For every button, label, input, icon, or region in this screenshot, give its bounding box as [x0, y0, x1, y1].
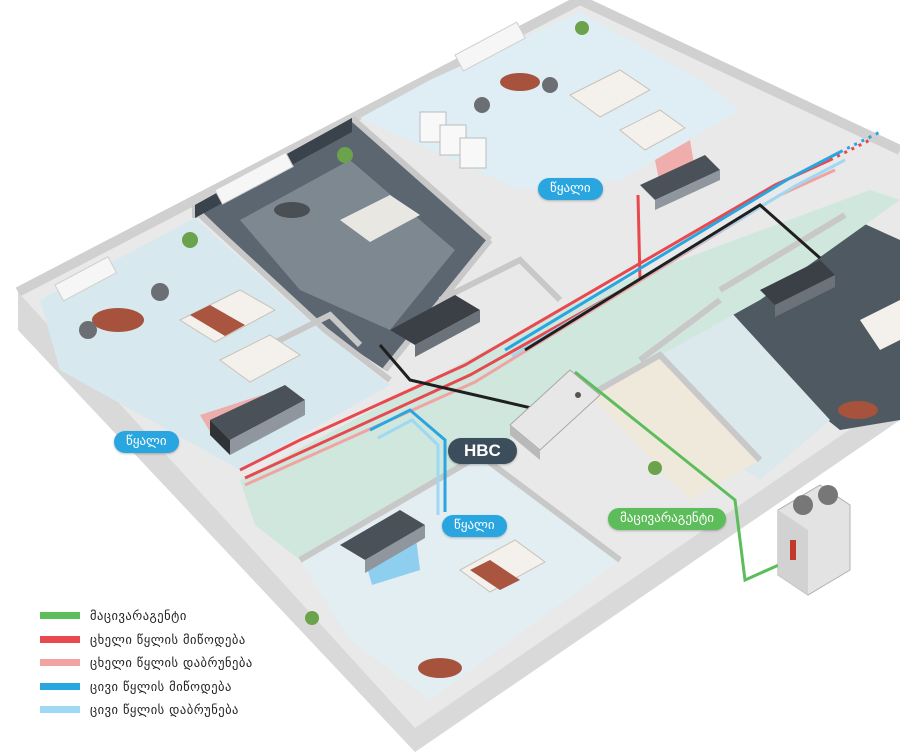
water-label-center: წყალი: [442, 515, 507, 537]
laundry-machines: [419, 111, 487, 169]
hbc-unit: [509, 369, 601, 460]
legend-swatch-cold-supply: [40, 682, 80, 690]
legend-label: ცხელი წყლის მიწოდება: [90, 631, 246, 647]
legend-label: ცხელი წყლის დაბრუნება: [90, 655, 253, 671]
legend-item: ცივი წყლის დაბრუნება: [40, 698, 253, 722]
legend: მაცივარაგენტი ცხელი წყლის მიწოდება ცხელი…: [40, 604, 253, 722]
legend-swatch-cold-return: [40, 706, 80, 714]
water-label-top: წყალი: [538, 178, 603, 200]
legend-swatch-hot-return: [40, 659, 80, 667]
legend-swatch-refrigerant: [40, 612, 80, 620]
refrigerant-label: მაცივარაგენტი: [608, 508, 726, 530]
legend-item: ცივი წყლის მიწოდება: [40, 675, 253, 699]
legend-label: მაცივარაგენტი: [90, 608, 187, 624]
legend-swatch-hot-supply: [40, 635, 80, 643]
pipe-black: [378, 203, 821, 412]
center-right-room: [590, 355, 760, 500]
water-label-left: წყალი: [114, 431, 179, 453]
indoor-unit-right: [760, 260, 835, 317]
window-strip: [54, 21, 526, 302]
indoor-unit-top: [640, 155, 720, 210]
indoor-unit-dark: [390, 295, 480, 357]
indoor-units: [210, 155, 835, 573]
plants: [182, 21, 662, 625]
right-lower-floor: [640, 300, 830, 480]
legend-item: მაცივარაგენტი: [40, 604, 253, 628]
pipe-refrigerant: [574, 370, 791, 583]
furniture-tables: [79, 73, 878, 678]
furniture-beds: [178, 69, 900, 593]
legend-item: ცხელი წყლის მიწოდება: [40, 628, 253, 652]
outdoor-unit: [777, 484, 851, 596]
interior-walls: [192, 115, 847, 563]
legend-item: ცხელი წყლის დაბრუნება: [40, 651, 253, 675]
indoor-unit-bottom: [340, 510, 425, 573]
indoor-unit-left: [210, 385, 305, 455]
pipe-cold-supply: [369, 150, 841, 512]
legend-label: ცივი წყლის დაბრუნება: [90, 702, 239, 718]
outer-wall: [15, 0, 900, 297]
hbc-label: HBC: [448, 438, 517, 464]
legend-label: ცივი წყლის მიწოდება: [90, 678, 232, 694]
